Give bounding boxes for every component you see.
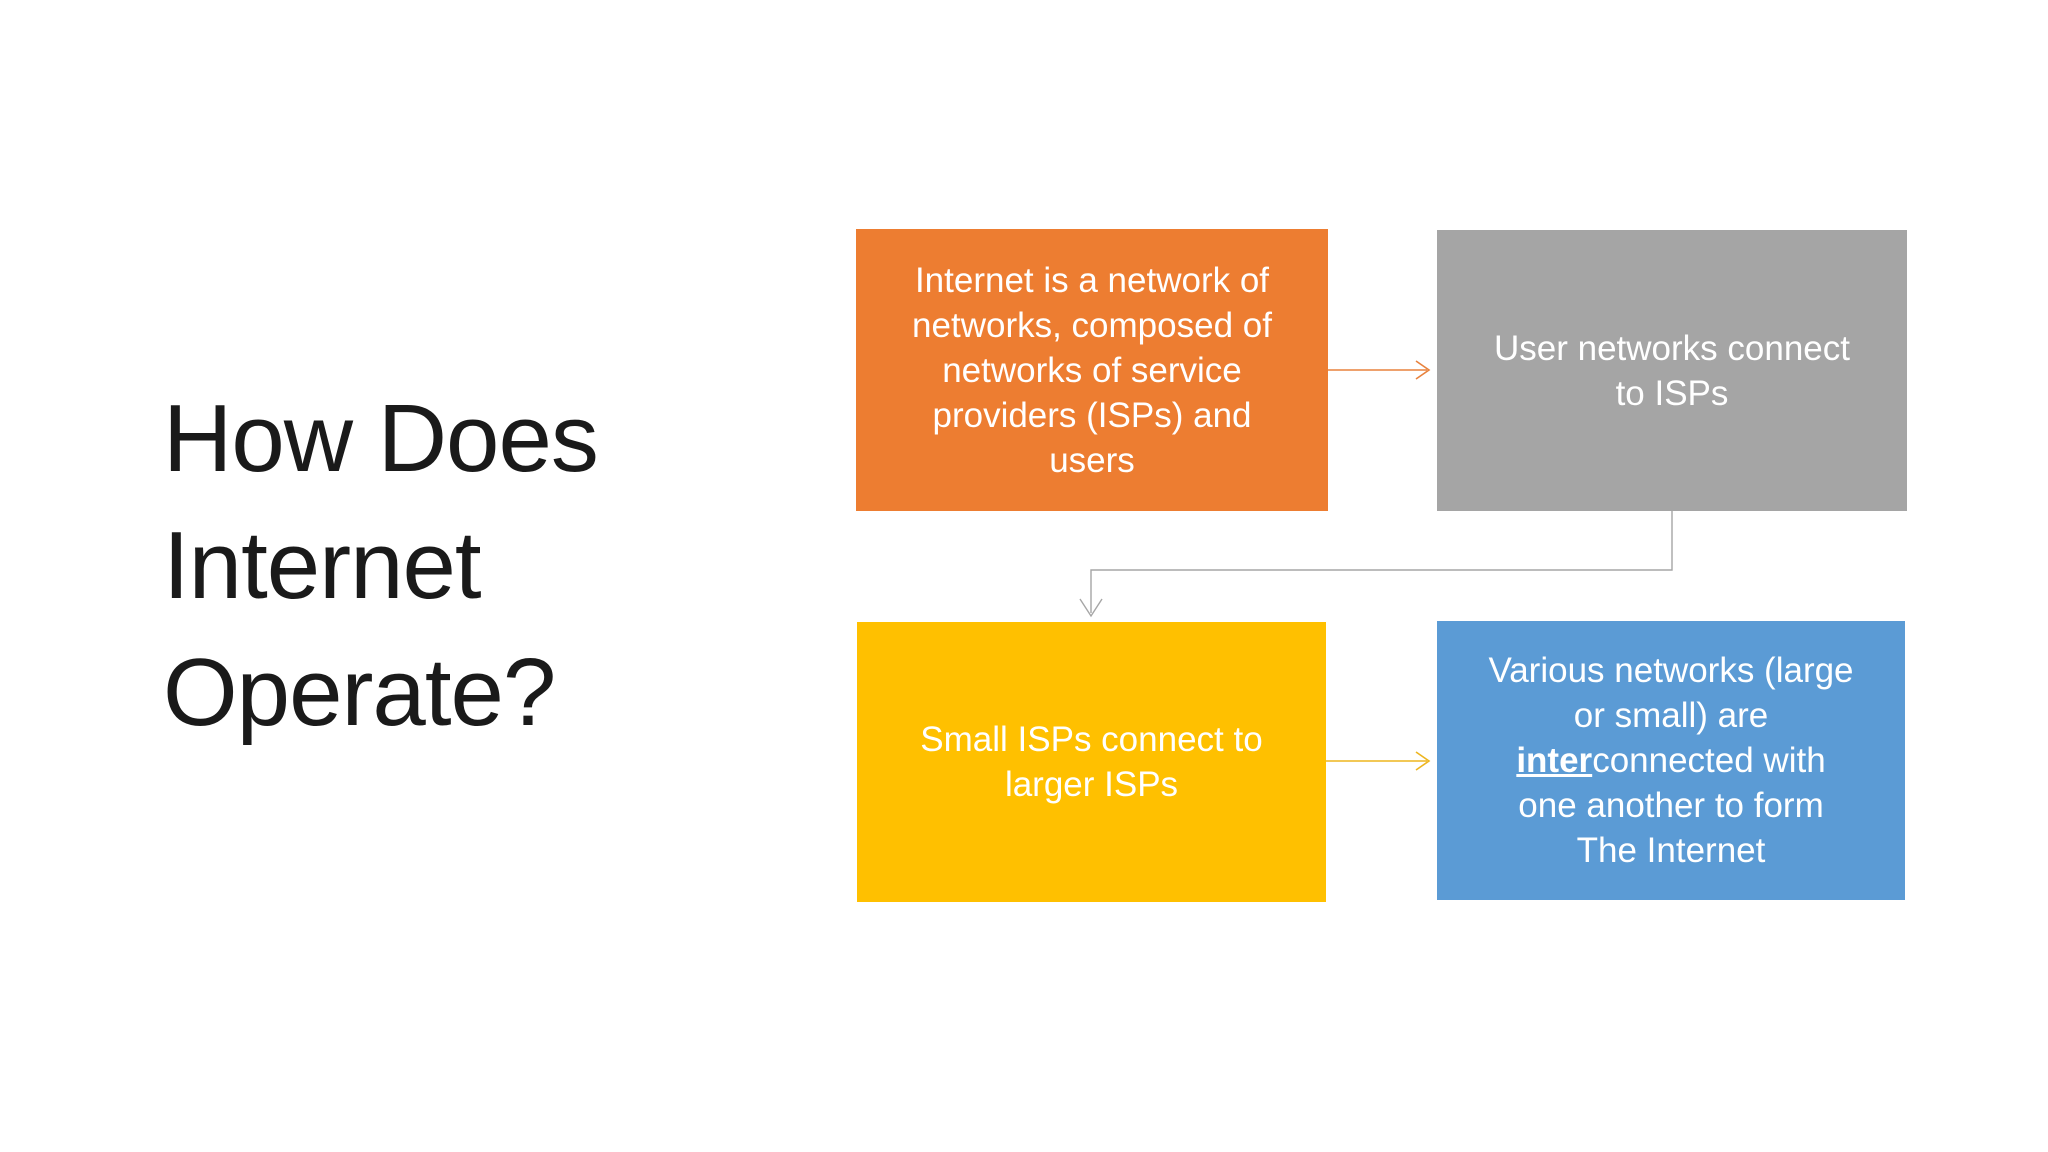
box-text-line: The Internet <box>1576 831 1766 870</box>
box-text-line: or small) are <box>1573 696 1769 735</box>
box-text-line: Various networks (large <box>1488 651 1854 690</box>
title-line-1: How Does <box>163 385 599 492</box>
box-text-line: larger ISPs <box>1004 765 1179 804</box>
flow-box-user-networks: User networks connect to ISPs <box>1437 230 1907 511</box>
arrow-orange-right-icon <box>1328 360 1431 380</box>
box-text-line-rest: connected with <box>1592 741 1826 780</box>
box-text-line: providers (ISPs) and <box>932 395 1252 435</box>
flow-box-various-networks: Various networks (large or small) are in… <box>1437 621 1905 900</box>
arrow-gray-elbow-icon <box>1079 511 1673 618</box>
flow-box-internet-definition: Internet is a network of networks, compo… <box>856 229 1328 511</box>
box-text-line: interconnected with <box>1516 738 1825 783</box>
box-text-line: Small ISPs connect to <box>920 720 1263 759</box>
box-text-line: networks of service <box>942 350 1242 390</box>
arrow-gold-right-icon <box>1326 751 1431 771</box>
box-text-line: networks, composed of <box>912 305 1272 345</box>
box-text-line: one another to form <box>1518 786 1824 825</box>
title-line-3: Operate? <box>163 639 556 746</box>
title-line-2: Internet <box>163 512 482 619</box>
box-text-line: users <box>1049 440 1135 480</box>
emphasized-inter-text: inter <box>1516 741 1593 780</box>
box-text-line: User networks connect <box>1494 328 1850 368</box>
flow-box-small-isps: Small ISPs connect to larger ISPs <box>857 622 1326 902</box>
slide-title: How Does Internet Operate? <box>163 375 599 756</box>
box-text-line: Internet is a network of <box>914 260 1270 300</box>
box-text-line: to ISPs <box>1615 373 1729 413</box>
